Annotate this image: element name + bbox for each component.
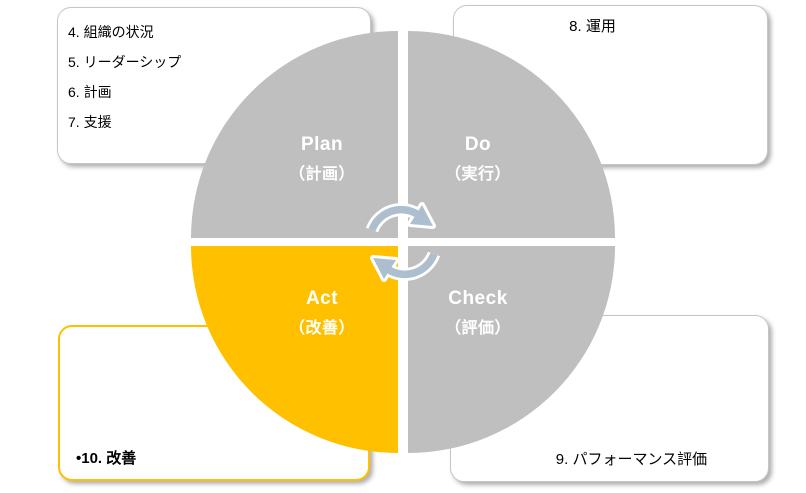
quadrant-label-act-en: Act [305,288,339,309]
quadrant-label-check-ja: （評価） [444,320,511,337]
clause-item-10: •10. 改善 [76,450,137,467]
quadrant-label-check-en: Check [448,288,508,309]
cycle-clockwise-arrows-icon [365,202,436,233]
clause-item-4: 4. 組織の状況 [68,24,154,40]
clause-item-6: 6. 計画 [68,84,112,100]
quadrant-check [408,246,615,453]
quadrant-label-act: Act （改善） [236,288,408,340]
quadrant-act [191,246,398,453]
cycle-arc [368,205,419,232]
quadrant-label-do-en: Do [464,134,492,155]
clause-item-9: 9. パフォーマンス評価 [555,451,708,468]
quadrant-label-act-ja: （改善） [288,320,355,337]
quadrant-label-do-ja: （実行） [444,166,511,183]
clause-item-8: 8. 運用 [569,18,616,35]
quadrant-plan [191,31,398,238]
clause-item-7: 7. 支援 [68,114,112,130]
quadrant-do [408,31,615,238]
clause-item-5: 5. リーダーシップ [68,54,182,70]
cycle-arrowhead [410,205,433,226]
quadrant-label-plan-ja: （計画） [288,166,355,183]
quadrant-label-check: Check （評価） [392,288,564,340]
quadrant-label-plan: Plan （計画） [236,134,408,186]
quadrant-label-do: Do （実行） [392,134,564,186]
quadrant-label-plan-en: Plan [300,134,344,155]
